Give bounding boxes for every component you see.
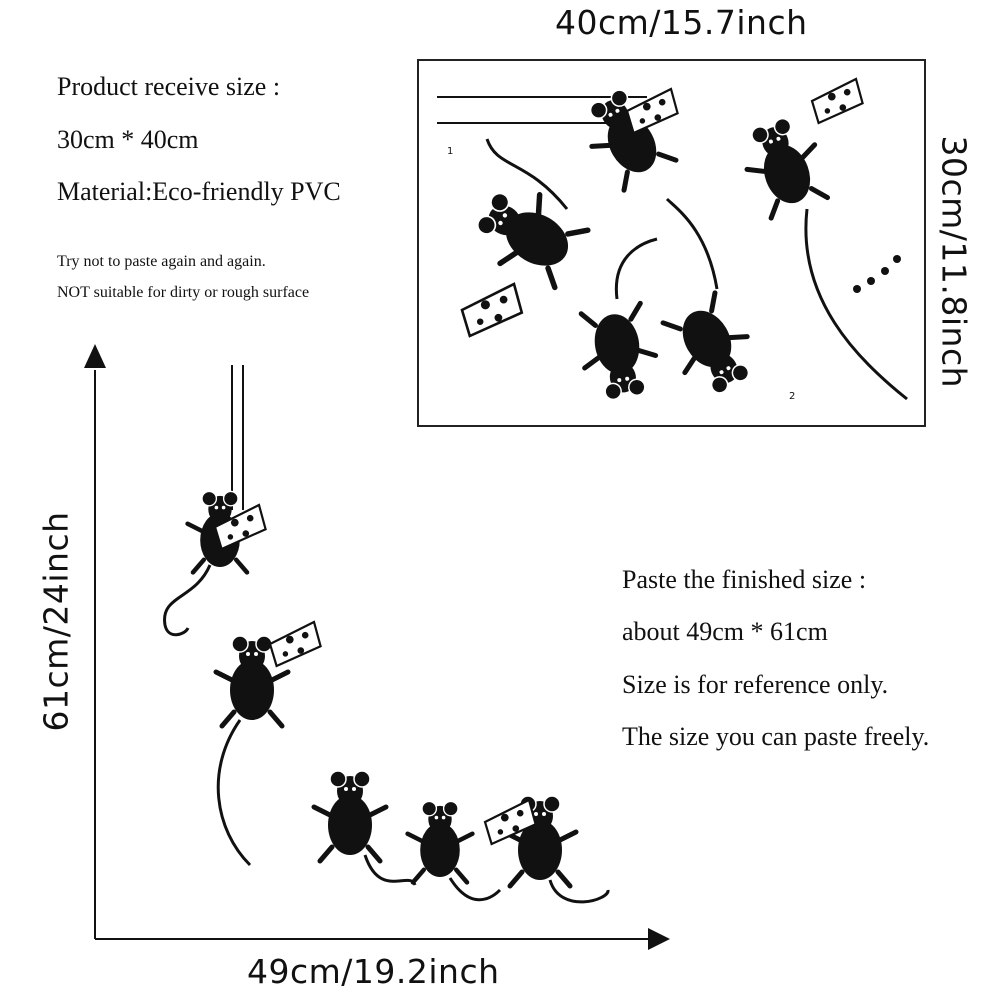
mouse-silhouette-icon bbox=[658, 290, 765, 404]
cheese-wedge-icon bbox=[810, 77, 864, 125]
receive-size-value: 30cm * 40cm bbox=[57, 125, 199, 154]
finished-artwork bbox=[163, 365, 610, 904]
sheet-width-label: 40cm/15.7inch bbox=[555, 3, 808, 42]
cheese-wedge-icon bbox=[460, 282, 524, 338]
marker-2: 2 bbox=[789, 391, 795, 402]
finished-width-label: 49cm/19.2inch bbox=[247, 952, 500, 991]
finished-size-value: about 49cm * 61cm bbox=[622, 617, 828, 646]
receive-size-label: Product receive size : bbox=[57, 72, 281, 101]
arrow-right-icon bbox=[648, 928, 670, 950]
sheet-artwork: 1 2 bbox=[437, 59, 908, 427]
mouse-silhouette-icon bbox=[735, 111, 833, 220]
mouse-silhouette-icon bbox=[408, 801, 473, 882]
arrow-up-icon bbox=[84, 344, 106, 368]
small-mice-icon bbox=[853, 255, 901, 293]
cheese-wedge-icon bbox=[268, 620, 322, 668]
finished-size-label: Paste the finished size : bbox=[622, 565, 867, 594]
reference-note: Size is for reference only. bbox=[622, 670, 889, 699]
marker-1: 1 bbox=[447, 146, 453, 157]
paste-freely-note: The size you can paste freely. bbox=[622, 722, 930, 751]
sticker-sheet bbox=[417, 59, 926, 427]
mouse-silhouette-icon bbox=[466, 175, 591, 293]
cheese-wedge-icon bbox=[625, 87, 679, 135]
material-text: Material:Eco-friendly PVC bbox=[57, 177, 341, 206]
note-paste-again: Try not to paste again and again. bbox=[57, 253, 266, 270]
mouse-silhouette-icon bbox=[314, 771, 386, 861]
note-surface: NOT suitable for dirty or rough surface bbox=[57, 284, 310, 301]
